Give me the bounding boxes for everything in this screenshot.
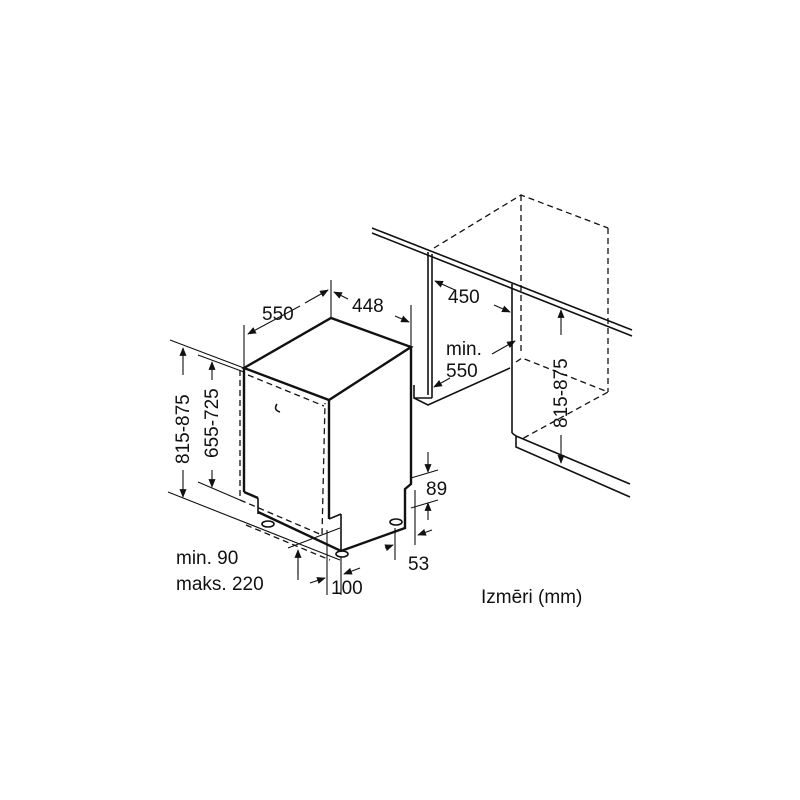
left-cabinet — [413, 252, 511, 406]
plinth-depth-label: 53 — [408, 554, 429, 575]
foot-icon — [389, 518, 403, 526]
max-label: maks. 220 — [176, 574, 264, 595]
width-label: 448 — [352, 296, 384, 317]
niche-height-label: 815-875 — [551, 358, 572, 428]
niche-depth-value-label: 550 — [446, 361, 478, 382]
countertop — [371, 227, 633, 337]
foot-icon — [335, 550, 349, 558]
height-total-label: 815-875 — [173, 394, 194, 464]
right-cabinet — [511, 284, 631, 498]
plinth-height-label: 89 — [426, 479, 447, 500]
depth-label: 550 — [262, 304, 294, 325]
foot-icon — [261, 520, 275, 528]
niche-width-label: 450 — [448, 287, 480, 308]
dishwasher — [239, 316, 414, 561]
min-label: min. 90 — [176, 548, 238, 569]
foot-offset-label: 100 — [331, 578, 363, 599]
niche-depth-min-label: min. — [446, 339, 482, 360]
caption: Izmēri (mm) — [481, 587, 582, 608]
dimension-lines — [167, 280, 565, 595]
height-door-label: 655-725 — [202, 388, 223, 458]
door-handle-icon — [274, 403, 281, 413]
niche-outline — [433, 194, 610, 441]
